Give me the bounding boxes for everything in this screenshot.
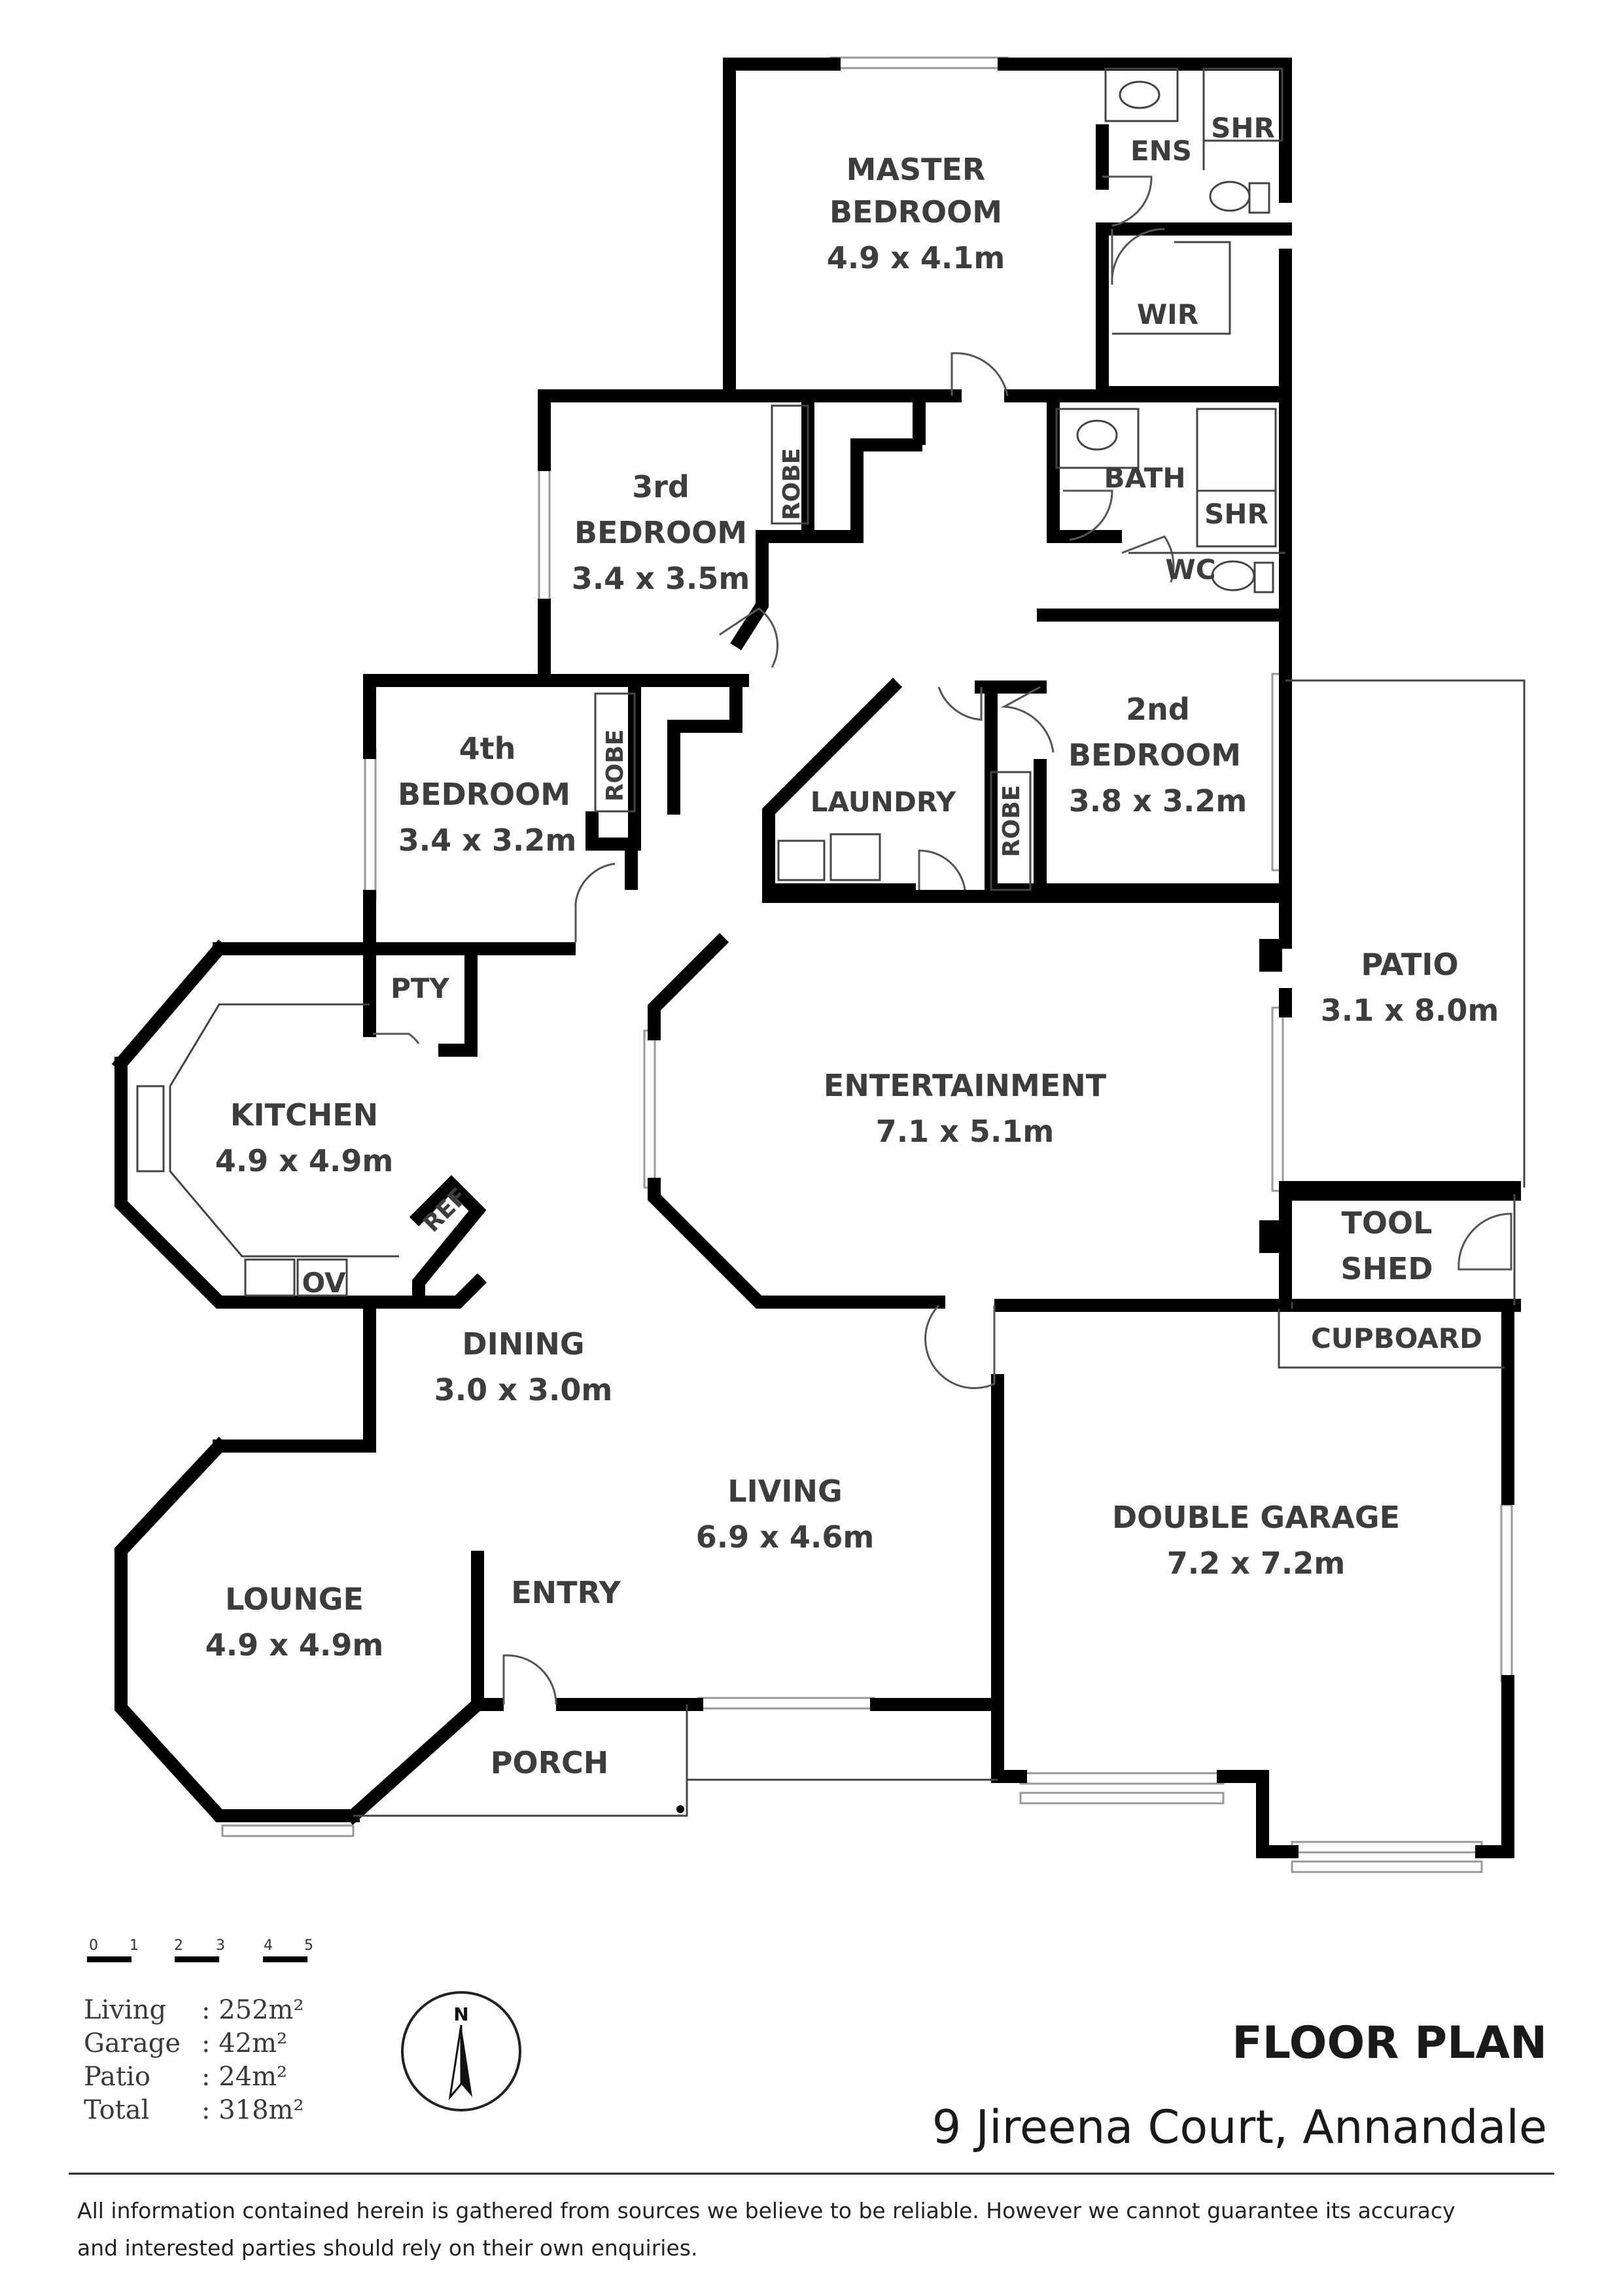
scale-tick-4: 4: [264, 1937, 273, 1954]
patio-label: PATIO: [1361, 947, 1458, 982]
walls: [111, 58, 1526, 1858]
fourth-bedroom-size: 3.4 x 3.2m: [398, 822, 577, 858]
third-bedroom-size: 3.4 x 3.5m: [572, 561, 750, 596]
bath-shower-label: SHR: [1204, 498, 1268, 530]
robe-label-second: ROBE: [998, 785, 1025, 857]
scale-tick-0: 0: [89, 1937, 98, 1954]
disclaimer-line-1: All information contained herein is gath…: [77, 2198, 1456, 2223]
cupboard-label: CUPBOARD: [1311, 1322, 1482, 1354]
fourth-bedroom-label-1: 4th: [459, 731, 516, 766]
compass-north-label: N: [453, 2004, 468, 2025]
property-address: 9 Jireena Court, Annandale: [932, 2100, 1547, 2154]
scale-tick-3: 3: [216, 1937, 225, 1954]
ensuite-shower-label: SHR: [1211, 112, 1275, 144]
robe-label-third: ROBE: [778, 448, 805, 520]
porch-label: PORCH: [491, 1745, 609, 1780]
fourth-bedroom-label-2: BEDROOM: [398, 777, 570, 812]
wc-label: WC: [1165, 554, 1215, 586]
entry-label: ENTRY: [511, 1575, 621, 1610]
area-value-patio: : 24m²: [201, 2062, 287, 2092]
lounge-label: LOUNGE: [225, 1581, 364, 1617]
doors: [373, 175, 1512, 1705]
third-bedroom-label-2: BEDROOM: [574, 515, 747, 550]
tool-shed-label-2: SHED: [1340, 1251, 1433, 1286]
second-bedroom-size: 3.8 x 3.2m: [1069, 783, 1248, 819]
bath-label: BATH: [1104, 462, 1185, 494]
area-label-total: Total: [84, 2095, 149, 2125]
lounge-size: 4.9 x 4.9m: [205, 1627, 384, 1663]
robe-label-fourth: ROBE: [602, 730, 629, 802]
walk-in-robe-label: WIR: [1137, 298, 1198, 330]
fixtures: [136, 67, 1293, 1813]
page-title: FLOOR PLAN: [1232, 2017, 1547, 2069]
kitchen-size: 4.9 x 4.9m: [215, 1143, 394, 1178]
scale-tick-2: 2: [174, 1937, 183, 1954]
area-label-patio: Patio: [84, 2062, 150, 2092]
laundry-label: LAUNDRY: [811, 786, 956, 818]
area-value-total: : 318m²: [201, 2095, 304, 2125]
dining-label: DINING: [462, 1326, 584, 1362]
entertainment-size: 7.1 x 5.1m: [876, 1114, 1055, 1149]
ensuite-label: ENS: [1130, 135, 1192, 167]
master-bedroom-label-1: MASTER: [846, 152, 986, 187]
master-bedroom-label-2: BEDROOM: [829, 194, 1002, 230]
double-garage-label: DOUBLE GARAGE: [1112, 1500, 1400, 1535]
patio-size: 3.1 x 8.0m: [1321, 993, 1499, 1028]
second-bedroom-label-2: BEDROOM: [1068, 737, 1241, 773]
scale-tick-5: 5: [304, 1937, 313, 1954]
area-label-garage: Garage: [84, 2028, 181, 2058]
second-bedroom-label-1: 2nd: [1126, 692, 1190, 727]
dining-size: 3.0 x 3.0m: [434, 1372, 613, 1407]
oven-label: OV: [302, 1267, 346, 1299]
north-compass-icon: N: [401, 1991, 521, 2111]
windows: [221, 56, 1513, 1873]
area-label-living: Living: [84, 1995, 166, 2025]
master-bedroom-size: 4.9 x 4.1m: [827, 240, 1005, 275]
scale-bar: 0 1 2 3 4 5: [87, 1937, 313, 1962]
double-garage-size: 7.2 x 7.2m: [1167, 1545, 1346, 1581]
kitchen-label: KITCHEN: [230, 1097, 378, 1133]
tool-shed-label-1: TOOL: [1342, 1205, 1433, 1241]
area-summary: Living : 252m² Garage : 42m² Patio : 24m…: [84, 1995, 304, 2125]
area-value-garage: : 42m²: [201, 2028, 287, 2058]
entertainment-label: ENTERTAINMENT: [824, 1068, 1107, 1103]
third-bedroom-label-1: 3rd: [632, 469, 689, 504]
living-label: LIVING: [727, 1474, 842, 1509]
pantry-label: PTY: [391, 972, 449, 1004]
scale-tick-1: 1: [130, 1937, 139, 1954]
living-size: 6.9 x 4.6m: [696, 1519, 875, 1555]
area-value-living: : 252m²: [201, 1995, 304, 2025]
room-labels: MASTER BEDROOM 4.9 x 4.1m ENS SHR WIR BA…: [205, 112, 1499, 1780]
disclaimer-line-2: and interested parties should rely on th…: [77, 2235, 697, 2261]
